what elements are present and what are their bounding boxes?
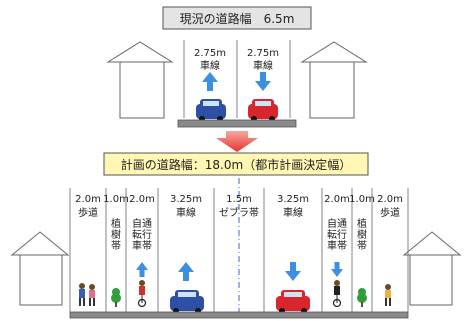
plan-width-planting-right: 1.0m (349, 194, 375, 205)
pedestrians-left-icon (79, 283, 95, 306)
plan-width-lane-left: 3.25m (170, 194, 202, 205)
current-road-section: 現況の道路幅 6.5m 2.75m 車線 2.75m 車線 (106, 6, 368, 128)
current-lane-1-label: 車線 (200, 59, 220, 72)
house-left-bottom (10, 231, 70, 306)
tree-left-icon (111, 288, 121, 307)
plan-label-lane-left: 車線 (176, 206, 196, 219)
house-right-top (300, 41, 368, 119)
current-width-guides (183, 40, 291, 118)
up-arrow-icon (136, 262, 148, 277)
plan-width-sidewalk-right: 2.0m (377, 194, 403, 205)
car-icon-blue-plan (170, 290, 204, 314)
plan-label-bike-left: 自転車通行帯 (132, 217, 152, 252)
plan-title-box (103, 152, 369, 176)
plan-road-surface (69, 311, 409, 319)
current-lane-2-label: 車線 (253, 59, 273, 72)
current-title-box (162, 6, 312, 30)
down-arrow-icon (285, 262, 301, 281)
plan-label-bike-right: 自転車通行帯 (327, 217, 347, 252)
planned-road-section: 計画の道路幅：18.0m（都市計画決定幅） 2.0m (10, 152, 462, 319)
plan-label-sidewalk-right: 歩道 (380, 206, 400, 219)
pedestrian-right-icon (385, 284, 391, 306)
up-arrow-icon (202, 72, 218, 91)
car-icon-red-plan (276, 290, 310, 314)
cyclist-left-icon (137, 280, 147, 308)
current-title: 現況の道路幅 6.5m (180, 11, 295, 26)
plan-label-sidewalk-left: 歩道 (78, 206, 98, 219)
plan-width-bike-left: 2.0m (129, 194, 155, 205)
plan-width-lane-right: 3.25m (277, 194, 309, 205)
down-arrow-icon (331, 262, 343, 277)
plan-width-zebra: 1.5m (226, 194, 252, 205)
plan-width-bike-right: 2.0m (324, 194, 350, 205)
current-road-surface (177, 119, 297, 128)
plan-width-labels: 2.0m 1.0m 2.0m 3.25m 1.5m 3.25m 2.0m 1.0… (75, 194, 403, 205)
house-right-bottom (402, 231, 462, 306)
plan-label-lane-right: 車線 (283, 206, 303, 219)
house-left-top (106, 41, 174, 119)
car-icon-blue-current (196, 99, 226, 122)
plan-label-planting-left: 植樹帯 (111, 217, 121, 252)
transition-down-arrow-icon (216, 131, 258, 152)
plan-title: 計画の道路幅：18.0m（都市計画決定幅） (121, 157, 351, 172)
down-arrow-icon (255, 72, 271, 91)
plan-label-planting-right: 植樹帯 (357, 217, 367, 252)
current-lane-1-width: 2.75m (194, 48, 226, 59)
tree-right-icon (357, 288, 367, 307)
plan-width-sidewalk-left: 2.0m (75, 194, 101, 205)
plan-width-planting-left: 1.0m (103, 194, 129, 205)
cyclist-right-icon (332, 280, 342, 308)
plan-width-guides (69, 188, 409, 312)
plan-label-zebra: ゼブラ帯 (219, 206, 259, 219)
up-arrow-icon (178, 262, 194, 281)
car-icon-red-current (248, 99, 278, 122)
current-lane-2-width: 2.75m (247, 48, 279, 59)
